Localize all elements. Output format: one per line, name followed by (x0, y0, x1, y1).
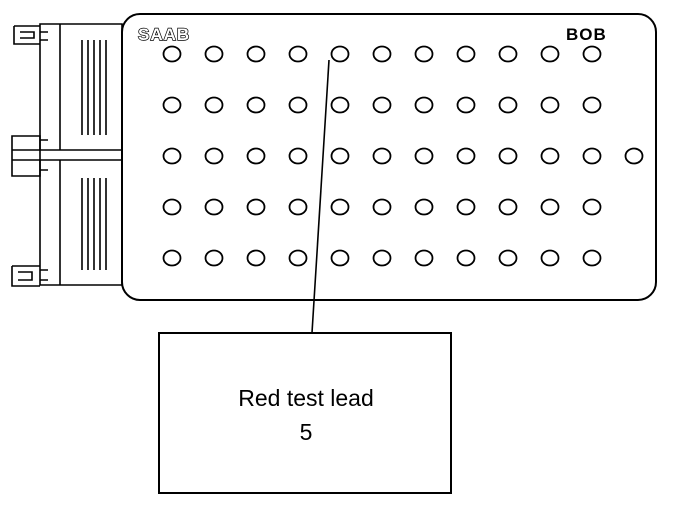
pin-hole (582, 147, 602, 165)
pin-hole (204, 45, 224, 63)
pin-hole (330, 45, 350, 63)
pin-hole (288, 198, 308, 216)
pin-hole (540, 147, 560, 165)
pin-hole (414, 45, 434, 63)
pin-hole (162, 249, 182, 267)
pin-hole (372, 45, 392, 63)
pin-hole (498, 198, 518, 216)
pin-hole (498, 147, 518, 165)
pin-hole (246, 45, 266, 63)
pin-hole (372, 198, 392, 216)
pin-hole (414, 147, 434, 165)
pin-hole (498, 249, 518, 267)
pin-hole (414, 198, 434, 216)
connector-assembly (11, 23, 123, 287)
pin-hole (456, 249, 476, 267)
callout-box (158, 332, 452, 494)
pin-hole (540, 249, 560, 267)
callout-pin-number: 5 (300, 419, 313, 445)
bob-brand-label: BOB (566, 25, 607, 44)
pin-hole (288, 45, 308, 63)
leader-line (311, 59, 330, 334)
pin-hole (540, 45, 560, 63)
callout-label: Red test lead (238, 385, 374, 411)
pin-hole (162, 147, 182, 165)
pin-grid (162, 45, 644, 267)
pin-hole (288, 96, 308, 114)
pin-hole (498, 45, 518, 63)
pin-hole (582, 198, 602, 216)
pin-hole (456, 96, 476, 114)
pin-hole (582, 249, 602, 267)
pin-hole (162, 96, 182, 114)
pin-hole (204, 147, 224, 165)
pin-hole (456, 147, 476, 165)
pin-hole (246, 198, 266, 216)
pin-hole (162, 45, 182, 63)
pin-hole (330, 96, 350, 114)
pin-hole (204, 198, 224, 216)
pin-hole (162, 198, 182, 216)
pin-hole (624, 147, 644, 165)
pin-hole (288, 249, 308, 267)
pin-hole (372, 96, 392, 114)
pin-hole (414, 249, 434, 267)
pin-hole (246, 96, 266, 114)
pin-hole (330, 198, 350, 216)
pin-hole (246, 147, 266, 165)
pin-hole (330, 147, 350, 165)
pin-hole (456, 198, 476, 216)
pin-hole (456, 45, 476, 63)
pin-hole (540, 96, 560, 114)
pin-hole (582, 45, 602, 63)
pin-hole (540, 198, 560, 216)
pin-hole (204, 249, 224, 267)
pin-hole (372, 249, 392, 267)
pin-hole (414, 96, 434, 114)
pin-hole (288, 147, 308, 165)
pin-hole (582, 96, 602, 114)
pin-hole (246, 249, 266, 267)
pin-hole (372, 147, 392, 165)
pin-hole (498, 96, 518, 114)
pin-hole (204, 96, 224, 114)
saab-brand-label: SAAB (138, 25, 190, 44)
pin-hole (330, 249, 350, 267)
